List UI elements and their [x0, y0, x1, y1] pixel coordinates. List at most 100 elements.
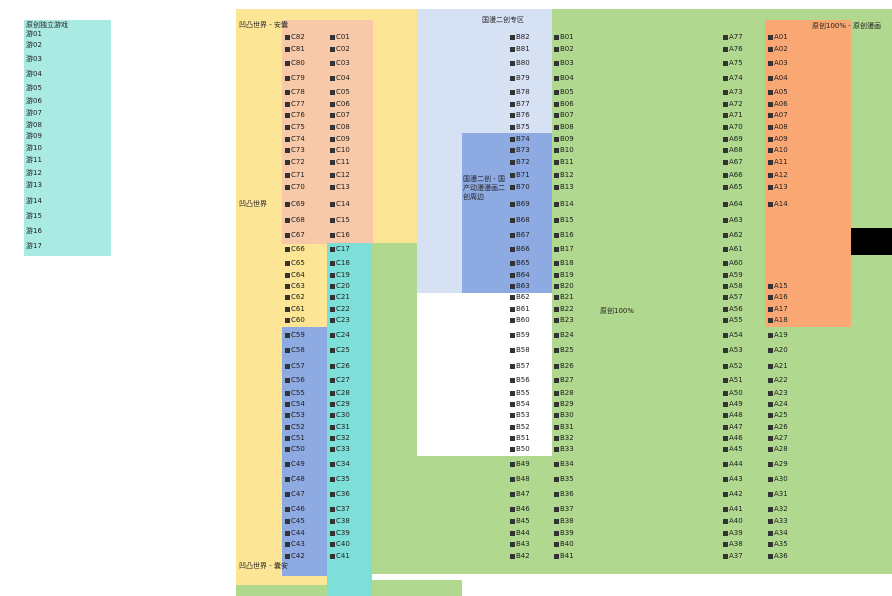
- booth-b-left: B45: [510, 517, 530, 526]
- booth-b-right: B03: [554, 59, 574, 68]
- indie-item: 游14: [26, 197, 42, 205]
- indie-item: 游13: [26, 181, 42, 189]
- booth-a-left: A37: [723, 552, 743, 561]
- booth-icon: [285, 136, 290, 142]
- booth-b-left: B81: [510, 45, 530, 54]
- booth-icon: [510, 377, 515, 383]
- booth-icon: [330, 424, 335, 430]
- booth-icon: [285, 412, 290, 418]
- booth-c-right: C19: [330, 271, 350, 280]
- booth-icon: [768, 34, 773, 40]
- booth-a-left: A40: [723, 517, 743, 526]
- booth-b-left: B57: [510, 362, 530, 371]
- booth-icon: [723, 377, 728, 383]
- booth-icon: [330, 159, 335, 165]
- booth-a-left: A39: [723, 529, 743, 538]
- booth-icon: [723, 217, 728, 223]
- booth-c-right: C20: [330, 282, 350, 291]
- booth-b-right: B06: [554, 100, 574, 109]
- booth-icon: [723, 306, 728, 312]
- booth-icon: [554, 461, 559, 467]
- booth-icon: [330, 136, 335, 142]
- booth-c-right: C32: [330, 434, 350, 443]
- booth-b-left: B54: [510, 400, 530, 409]
- booth-b-left: B68: [510, 216, 530, 225]
- booth-b-left: B59: [510, 331, 530, 340]
- booth-icon: [330, 101, 335, 107]
- booth-c-left: C42: [285, 552, 305, 561]
- booth-icon: [285, 184, 290, 190]
- secondary-blue-block: [462, 133, 552, 293]
- booth-icon: [330, 201, 335, 207]
- booth-icon: [330, 232, 335, 238]
- booth-c-left: C47: [285, 490, 305, 499]
- indie-item: 游08: [26, 121, 42, 129]
- indie-item: 游17: [26, 242, 42, 250]
- booth-c-left: C43: [285, 540, 305, 549]
- booth-icon: [285, 506, 290, 512]
- booth-a-right: A17: [768, 305, 788, 314]
- booth-icon: [723, 446, 728, 452]
- booth-icon: [330, 332, 335, 338]
- booth-c-right: C16: [330, 231, 350, 240]
- booth-b-right: B35: [554, 475, 574, 484]
- booth-c-left: C73: [285, 146, 305, 155]
- booth-icon: [510, 294, 515, 300]
- booth-c-left: C53: [285, 411, 305, 420]
- booth-a-left: A66: [723, 171, 743, 180]
- booth-c-right: C40: [330, 540, 350, 549]
- booth-c-left: C57: [285, 362, 305, 371]
- booth-icon: [768, 506, 773, 512]
- booth-icon: [723, 147, 728, 153]
- booth-icon: [285, 306, 290, 312]
- booth-a-left: A61: [723, 245, 743, 254]
- booth-c-left: C59: [285, 331, 305, 340]
- booth-c-right: C04: [330, 74, 350, 83]
- booth-icon: [723, 46, 728, 52]
- booth-a-left: A73: [723, 88, 743, 97]
- booth-icon: [554, 332, 559, 338]
- booth-c-right: C28: [330, 389, 350, 398]
- booth-icon: [554, 232, 559, 238]
- booth-a-right: A07: [768, 111, 788, 120]
- booth-icon: [510, 424, 515, 430]
- booth-icon: [330, 363, 335, 369]
- booth-icon: [330, 461, 335, 467]
- booth-a-right: A28: [768, 445, 788, 454]
- booth-c-left: C66: [285, 245, 305, 254]
- booth-b-right: B38: [554, 517, 574, 526]
- booth-a-right: A24: [768, 400, 788, 409]
- booth-a-right: A01: [768, 33, 788, 42]
- booth-icon: [510, 89, 515, 95]
- booth-icon: [330, 260, 335, 266]
- booth-c-right: C30: [330, 411, 350, 420]
- booth-icon: [723, 34, 728, 40]
- booth-c-left: C75: [285, 123, 305, 132]
- indie-item: 游15: [26, 212, 42, 220]
- booth-c-left: C80: [285, 59, 305, 68]
- booth-a-right: A30: [768, 475, 788, 484]
- booth-c-left: C54: [285, 400, 305, 409]
- booth-icon: [285, 363, 290, 369]
- booth-icon: [554, 306, 559, 312]
- booth-icon: [330, 75, 335, 81]
- booth-a-left: A70: [723, 123, 743, 132]
- booth-a-left: A41: [723, 505, 743, 514]
- secondary-zone-sub: 国漫二创 - 国产动漫漫画二创周边: [463, 175, 505, 201]
- booth-icon: [723, 518, 728, 524]
- booth-a-right: A13: [768, 183, 788, 192]
- booth-b-left: B61: [510, 305, 530, 314]
- booth-icon: [554, 401, 559, 407]
- booth-c-left: C79: [285, 74, 305, 83]
- booth-a-left: A56: [723, 305, 743, 314]
- booth-icon: [510, 506, 515, 512]
- booth-icon: [510, 172, 515, 178]
- booth-c-right: C34: [330, 460, 350, 469]
- booth-c-right: C15: [330, 216, 350, 225]
- booth-b-left: B50: [510, 445, 530, 454]
- booth-icon: [554, 294, 559, 300]
- booth-icon: [768, 401, 773, 407]
- booth-a-right: A27: [768, 434, 788, 443]
- booth-icon: [768, 553, 773, 559]
- booth-a-left: A64: [723, 200, 743, 209]
